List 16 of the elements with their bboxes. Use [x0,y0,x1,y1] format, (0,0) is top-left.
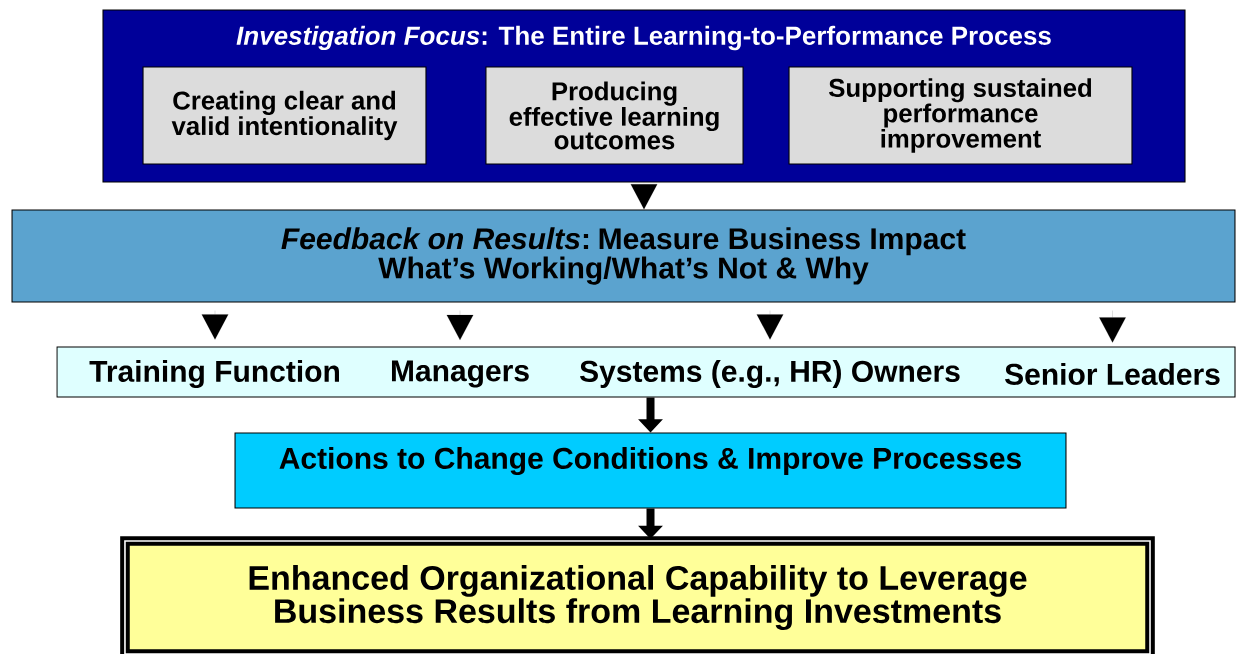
process-box [56,346,1236,398]
arrow [756,310,784,340]
outcome-box: Enhanced Organizational Capability to Leverage Business Results from Learning Investments [120,536,1155,654]
arrow [446,310,474,341]
process-box: Feedback on Results: Measure Business Impact What’s Working/What’s Not & Why [11,209,1236,303]
process-box: Producing effective learning outcomes [485,66,744,165]
arrow [630,183,658,210]
arrow [1099,310,1126,343]
process-box: Supporting sustained performance improvement [788,66,1133,165]
process-box: Actions to Change Conditions & Improve Processes [234,432,1067,509]
stakeholder-label: Managers [392,360,529,388]
stakeholder-label: Senior Leaders [1005,363,1220,385]
process-box: Creating clear and valid intentionality [142,66,427,165]
stakeholder-label: Training Function [89,359,339,389]
stakeholder-label: Systems (e.g., HR) Owners [579,359,960,389]
arrow [201,310,229,340]
